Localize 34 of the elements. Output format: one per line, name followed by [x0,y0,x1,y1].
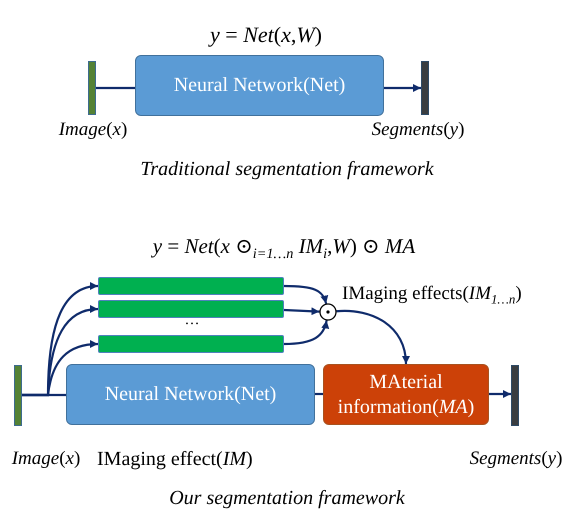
process-box [66,364,315,425]
output-label: Segments(y) [470,448,562,470]
output-label: Segments(y) [372,119,464,141]
box-label: MAterial information(MA) [336,370,476,419]
arrow [22,340,98,396]
process-box [323,364,489,425]
operator-label: IMaging effects(IM$_{1…n}$) [342,283,522,305]
output-bar [511,365,519,426]
box-label: Neural Network(Net) [104,382,276,407]
arrow [489,390,511,398]
operator-circle [319,303,337,321]
arrow [284,307,320,316]
input-label: Image(x) [12,448,80,470]
ellipsis: … [184,312,200,330]
feature-bar [98,277,284,295]
process-box [135,55,384,116]
arrow [284,320,329,346]
output-annotation: IMaging effect(IM) [97,448,253,471]
output-bar [421,61,429,115]
connector-line [96,86,135,90]
input-label: Image(x) [58,119,128,141]
connector-line [315,392,323,396]
box-label: Neural Network(Net) [174,73,346,98]
arrow [284,284,328,304]
caption: Traditional segmentation framework [140,158,434,181]
arrow [384,84,421,92]
input-bar [88,61,96,115]
formula: y = Net(x ⊙$_{i=1…n}$ IM$_{i}$,W) ⊙ MA [152,234,416,258]
arrow [336,310,410,364]
feature-bar [98,335,284,353]
caption: Our segmentation framework [169,487,405,510]
feature-bar [98,300,284,318]
input-bar [14,365,22,426]
formula: y = Net(x,W) [210,22,322,48]
